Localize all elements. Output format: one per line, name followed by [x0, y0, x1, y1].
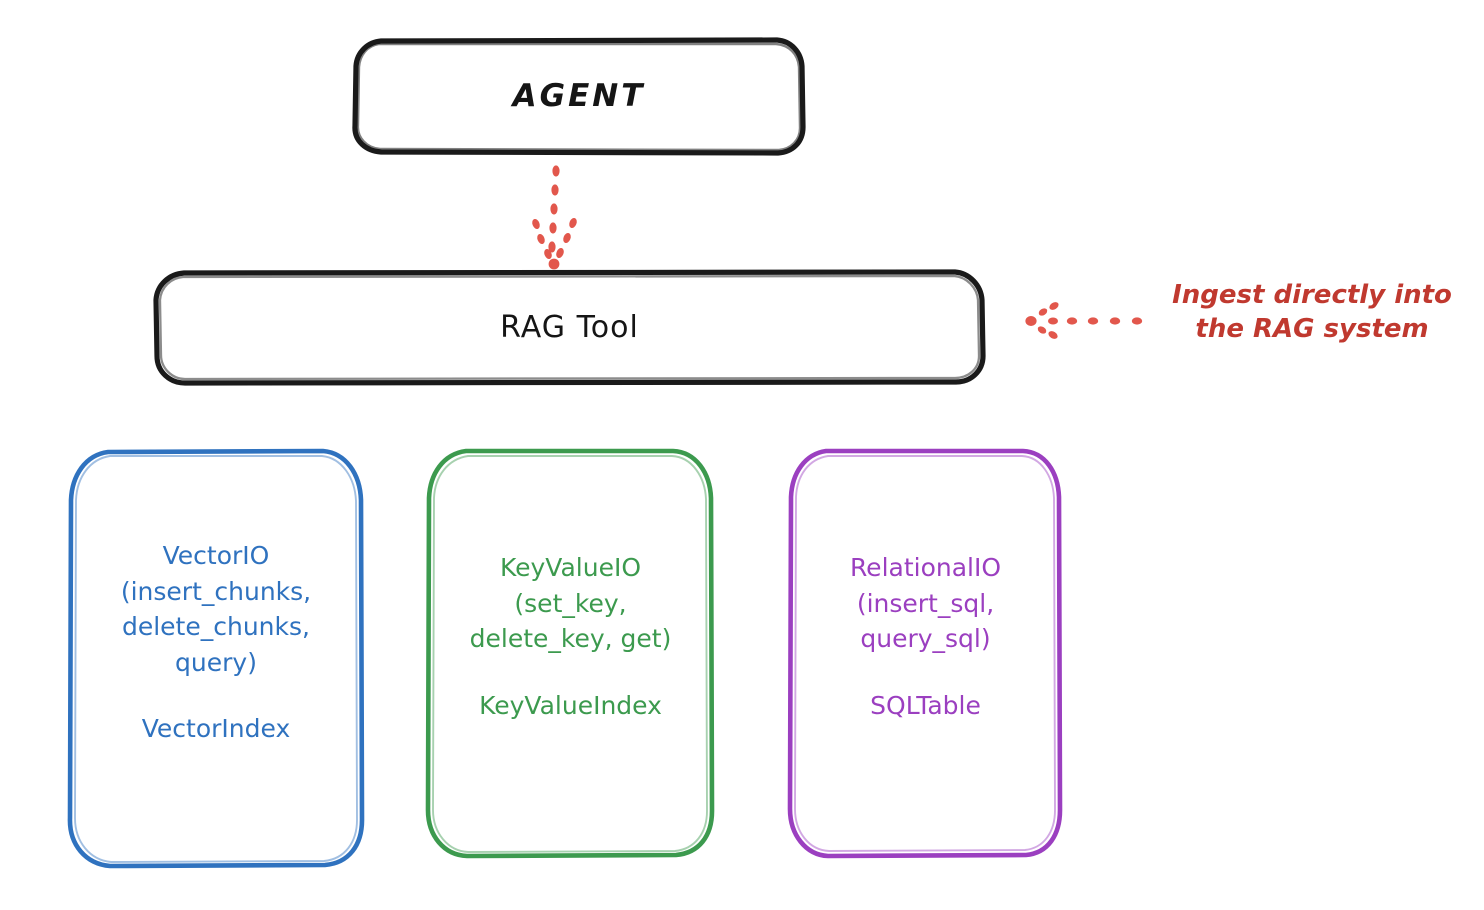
relational-io-api-label: RelationalIO (insert_sql, query_sql) — [849, 553, 1002, 653]
key-value-index-label: KeyValueIndex — [479, 690, 662, 720]
vectorio-box-outline — [67, 448, 365, 869]
ingest-annotation: Ingest directly into the RAG system — [1172, 280, 1452, 345]
ingest-arrow — [1025, 302, 1143, 339]
node-key-value-io[interactable]: KeyValueIO (set_key, delete_key, get) Ke… — [428, 450, 713, 856]
vector-io-api-label: VectorIO (insert_chunks, delete_chunks, … — [120, 541, 312, 677]
vector-index-label: VectorIndex — [141, 714, 291, 743]
node-rag-tool[interactable]: RAG Tool — [156, 272, 983, 383]
key-value-io-api-label: KeyValueIO (set_key, delete_key, get) — [469, 553, 672, 653]
keyvalueio-box-outline — [425, 448, 715, 859]
rag-tool-box-outline — [153, 269, 986, 386]
rag-tool-label: RAG Tool — [500, 310, 639, 345]
relationalio-box-outline — [787, 448, 1063, 859]
sql-table-label: SQLTable — [870, 690, 981, 720]
agent-label: AGENT — [512, 78, 646, 114]
agent-box-outline — [352, 37, 806, 156]
agent-to-rag-arrow — [532, 165, 577, 270]
node-vector-io[interactable]: VectorIO (insert_chunks, delete_chunks, … — [70, 450, 362, 866]
node-relational-io[interactable]: RelationalIO (insert_sql, query_sql) SQL… — [790, 450, 1061, 856]
node-agent[interactable]: AGENT — [355, 40, 803, 152]
